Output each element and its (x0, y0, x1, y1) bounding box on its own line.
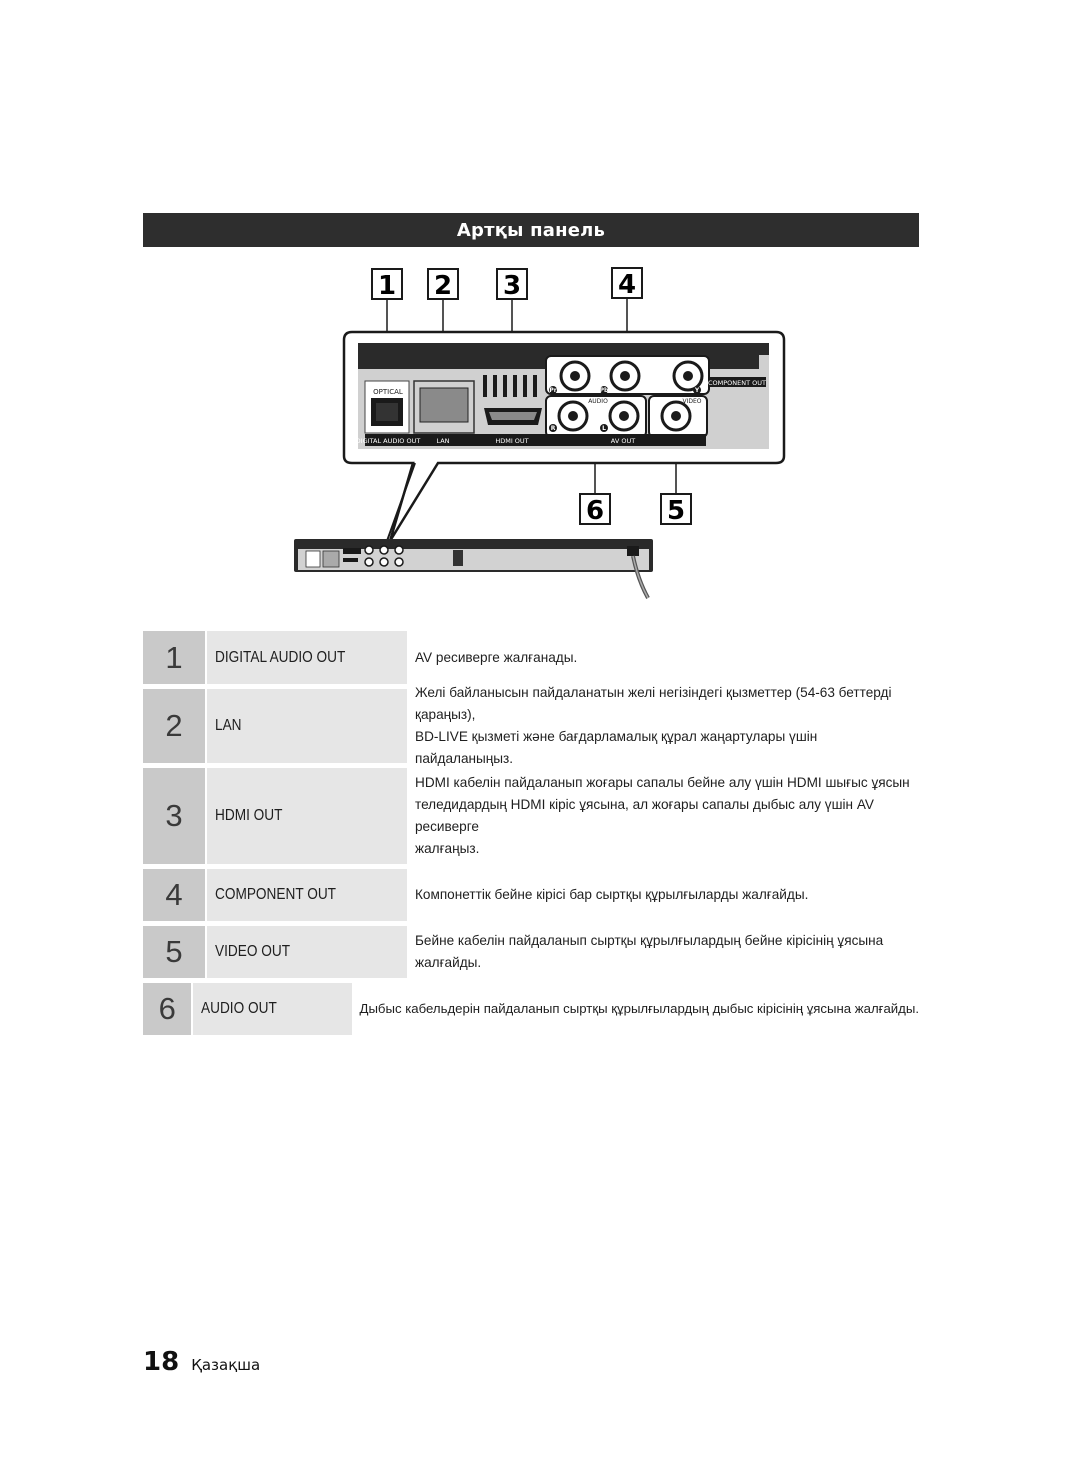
connector-description: HDMI кабелін пайдаланып жоғары сапалы бе… (415, 775, 910, 856)
connector-name: AUDIO OUT (193, 983, 352, 1035)
row-number: 3 (143, 768, 205, 864)
callout-1: 1 (371, 268, 403, 301)
connector-description: Компонеттік бейне кірісі бар сыртқы құры… (415, 887, 809, 902)
section-title: Артқы панель (143, 213, 919, 247)
callout-2: 2 (427, 268, 459, 301)
svg-text:Pr: Pr (549, 387, 556, 394)
table-row: 2 LAN Желі байланысын пайдаланатын желі … (143, 685, 919, 766)
callout-3: 3 (496, 268, 528, 301)
connector-name: DIGITAL AUDIO OUT (207, 631, 407, 684)
svg-text:L: L (602, 425, 606, 432)
callout-5: 5 (660, 493, 692, 526)
row-number: 1 (143, 631, 205, 684)
svg-text:2: 2 (434, 271, 452, 301)
svg-text:3: 3 (503, 271, 521, 301)
panel-enlarged: OPTICAL (356, 343, 769, 449)
connector-name: COMPONENT OUT (207, 869, 407, 921)
page-language: Қазақша (191, 1356, 261, 1374)
row-number: 2 (143, 689, 205, 763)
rear-panel-diagram: 1 2 3 4 6 5 (294, 267, 786, 599)
svg-text:VIDEO: VIDEO (682, 398, 701, 405)
connector-name: VIDEO OUT (207, 926, 407, 978)
svg-text:6: 6 (586, 496, 604, 526)
svg-text:AUDIO: AUDIO (588, 398, 608, 405)
table-row: 1 DIGITAL AUDIO OUT AV ресиверге жалғана… (143, 631, 919, 684)
svg-text:5: 5 (667, 496, 685, 526)
page-number: 18 (143, 1347, 180, 1377)
svg-text:1: 1 (378, 271, 396, 301)
connector-name: HDMI OUT (207, 768, 407, 864)
svg-text:R: R (551, 425, 556, 432)
svg-text:COMPONENT OUT: COMPONENT OUT (708, 379, 766, 387)
svg-text:DIGITAL AUDIO OUT: DIGITAL AUDIO OUT (356, 437, 421, 445)
svg-text:HDMI OUT: HDMI OUT (495, 437, 528, 445)
component-out-jacks: Pr Pb Y COMPONENT OUT (545, 355, 766, 395)
svg-text:Y: Y (694, 387, 700, 394)
svg-text:OPTICAL: OPTICAL (373, 388, 403, 396)
table-row: 4 COMPONENT OUT Компонеттік бейне кірісі… (143, 869, 919, 921)
row-number: 4 (143, 869, 205, 921)
table-row: 6 AUDIO OUT Дыбыс кабельдерін пайдаланып… (143, 983, 919, 1035)
row-number: 5 (143, 926, 205, 978)
player-rear-view (294, 539, 653, 599)
audio-out-jacks: AUDIO R L (545, 395, 647, 438)
lan-port (413, 380, 475, 434)
optical-port: OPTICAL (364, 380, 410, 434)
callout-4: 4 (611, 267, 643, 300)
hdmi-port (483, 375, 542, 425)
connector-description: Бейне кабелін пайдаланып сыртқы құрылғыл… (415, 933, 884, 970)
table-row: 3 HDMI OUT HDMI кабелін пайдаланып жоғар… (143, 768, 919, 864)
table-row: 5 VIDEO OUT Бейне кабелін пайдаланып сыр… (143, 926, 919, 978)
connector-name: LAN (207, 689, 407, 763)
connector-description: Дыбыс кабельдерін пайдаланып сыртқы құры… (359, 1001, 919, 1016)
video-out-jack: VIDEO (648, 395, 708, 438)
svg-text:4: 4 (618, 270, 636, 300)
svg-text:AV OUT: AV OUT (611, 437, 635, 445)
connector-table: 1 DIGITAL AUDIO OUT AV ресиверге жалғана… (143, 631, 919, 1040)
row-number: 6 (143, 983, 192, 1035)
page-footer: 18 Қазақша (143, 1347, 260, 1377)
connector-description: AV ресиверге жалғанады. (415, 649, 578, 665)
svg-text:Pb: Pb (600, 387, 609, 394)
svg-text:LAN: LAN (436, 437, 449, 445)
connector-description: Желі байланысын пайдаланатын желі негізі… (415, 685, 892, 766)
callout-6: 6 (579, 493, 611, 526)
